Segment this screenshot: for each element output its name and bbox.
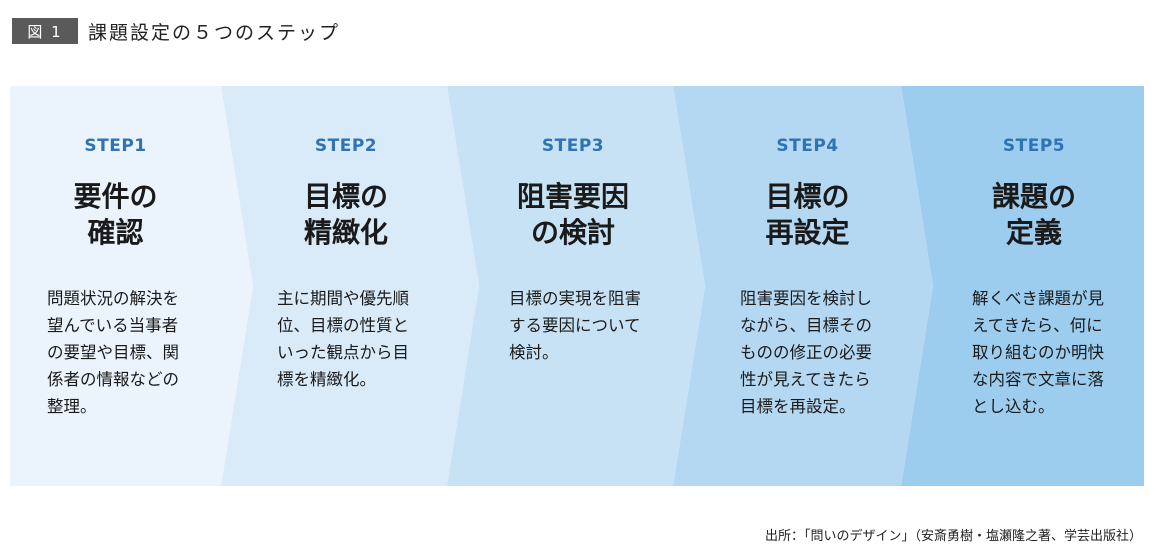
step-description: 問題状況の解決を望んでいる当事者の要望や目標、関係者の情報などの整理。: [47, 289, 179, 416]
source-credit: 出所：「問いのデザイン」（安斎勇樹・塩瀬隆之著、学芸出版社）: [764, 529, 1142, 544]
step-title-line: 精緻化: [303, 216, 388, 249]
step-label: STEP2: [314, 136, 378, 156]
step-description: 目標の実現を阻害する要因について検討。: [509, 289, 641, 362]
step-title-line: 目標の: [765, 180, 850, 213]
step2-chevron-shape: [221, 86, 479, 486]
step-title: 課題の 定義: [924, 179, 1144, 251]
step-label: STEP1: [84, 136, 147, 156]
step3-chevron-shape: [447, 86, 705, 486]
step-3: STEP3 阻害要因 の検討 目標の実現を阻害する要因について検討。: [460, 86, 686, 486]
step-description: 解くべき課題が見えてきたら、何に取り組むのか明快な内容で文章に落とし込む。: [972, 289, 1104, 416]
figure-header: 図 1 課題設定の５つのステップ: [12, 17, 340, 45]
step-label: STEP4: [776, 136, 839, 156]
step-title-line: 課題の: [991, 180, 1076, 213]
step-title: 要件の 確認: [10, 179, 221, 251]
figure-number-badge: 図 1: [12, 18, 78, 44]
step-title: 目標の 精緻化: [233, 179, 459, 251]
step-title-line: 目標の: [303, 180, 388, 213]
step-label: STEP3: [541, 136, 605, 156]
step-4: STEP4 目標の 再設定 阻害要因を検討しながら、目標そのものの修正の必要性が…: [692, 86, 923, 486]
step-2: STEP2 目標の 精緻化 主に期間や優先順位、目標の性質といった観点から目標を…: [233, 86, 459, 486]
step-title: 阻害要因 の検討: [460, 179, 686, 251]
step1-chevron-shape: [10, 86, 253, 486]
step-description: 主に期間や優先順位、目標の性質といった観点から目標を精緻化。: [277, 289, 409, 389]
step-title-line: 阻害要因: [516, 180, 629, 213]
step5-chevron-shape: [901, 86, 1144, 486]
chevron-flow: [10, 86, 1144, 486]
step-label: STEP5: [1002, 136, 1066, 156]
step-5: STEP5 課題の 定義 解くべき課題が見えてきたら、何に取り組むのか明快な内容…: [924, 86, 1144, 486]
step-description: 阻害要因を検討しながら、目標そのものの修正の必要性が見えてきたら目標を再設定。: [740, 289, 872, 416]
steps-diagram: STEP1 要件の 確認 問題状況の解決を望んでいる当事者の要望や目標、関係者の…: [10, 86, 1144, 486]
step-1: STEP1 要件の 確認 問題状況の解決を望んでいる当事者の要望や目標、関係者の…: [10, 86, 221, 486]
step-title-line: の検討: [530, 216, 615, 249]
step4-chevron-shape: [673, 86, 933, 486]
step-title: 目標の 再設定: [692, 179, 923, 251]
step-title-line: 要件の: [73, 180, 158, 213]
step-title-line: 確認: [87, 216, 144, 249]
figure-title: 課題設定の５つのステップ: [88, 21, 341, 44]
step-title-line: 再設定: [765, 216, 850, 249]
step-title-line: 定義: [1005, 216, 1062, 249]
